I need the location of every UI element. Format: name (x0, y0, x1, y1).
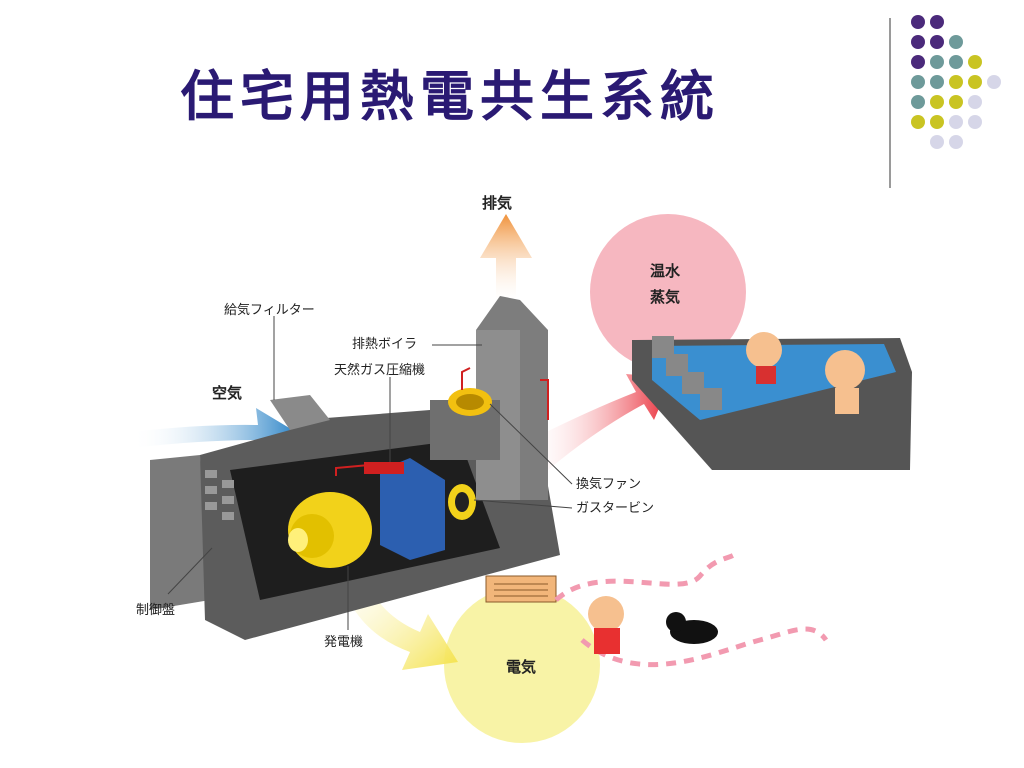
heat-arrow (530, 374, 672, 470)
electricity-circle (444, 587, 600, 743)
decorative-dot (949, 75, 963, 89)
decorative-dot (930, 55, 944, 69)
decorative-dot (930, 15, 944, 29)
decorative-dot (949, 35, 963, 49)
exhaust-arrow (480, 214, 532, 300)
generator-rotor (288, 492, 372, 568)
decorative-dot (949, 115, 963, 129)
label-generator: 発電機 (324, 635, 363, 650)
decorative-dot (911, 55, 925, 69)
decorative-dot (930, 75, 944, 89)
decorative-dot (930, 135, 944, 149)
decorative-dot (911, 95, 925, 109)
slide-title: 住宅用熱電共生系統 (180, 64, 720, 128)
gas-turbine (448, 484, 476, 520)
air-arrow (132, 408, 296, 457)
bathtub (632, 332, 912, 470)
child-figure (588, 596, 624, 654)
decorative-dot (987, 75, 1001, 89)
decorative-dot (949, 135, 963, 149)
decorative-dot (968, 75, 982, 89)
decorative-dot (911, 15, 925, 29)
decorative-dot-grid (911, 15, 1001, 149)
cat-figure (666, 612, 718, 644)
decorative-dot (911, 115, 925, 129)
ventilation-fan (448, 388, 492, 416)
decorative-dot (930, 95, 944, 109)
label-exhaust: 排気 (482, 194, 512, 212)
gas-compressor (335, 458, 445, 560)
dashed-trail (554, 550, 829, 667)
decorative-dot (968, 95, 982, 109)
title-divider (889, 18, 891, 188)
label-electricity: 電気 (506, 658, 536, 676)
label-gas-compressor: 天然ガス圧縮機 (334, 362, 425, 378)
leader-lines (167, 316, 573, 630)
label-air: 空気 (212, 384, 242, 402)
decorative-dot (968, 55, 982, 69)
label-ventilation-fan: 換気ファン (576, 476, 641, 492)
label-intake-filter: 給気フィルター (224, 302, 315, 318)
decorative-dot (930, 115, 944, 129)
decorative-dot (911, 75, 925, 89)
label-hot-water: 温水 (650, 262, 681, 280)
decorative-dot (949, 95, 963, 109)
hot-water-circle (590, 214, 746, 370)
label-control-panel: 制御盤 (136, 603, 175, 618)
heater-unit (485, 575, 557, 603)
decorative-dot (911, 35, 925, 49)
decorative-dot (930, 35, 944, 49)
label-steam: 蒸気 (650, 288, 680, 306)
label-gas-turbine: ガスタービン (576, 501, 654, 516)
label-exhaust-boiler: 排熱ボイラ (352, 337, 417, 352)
decorative-dot (949, 55, 963, 69)
decorative-dot (968, 115, 982, 129)
